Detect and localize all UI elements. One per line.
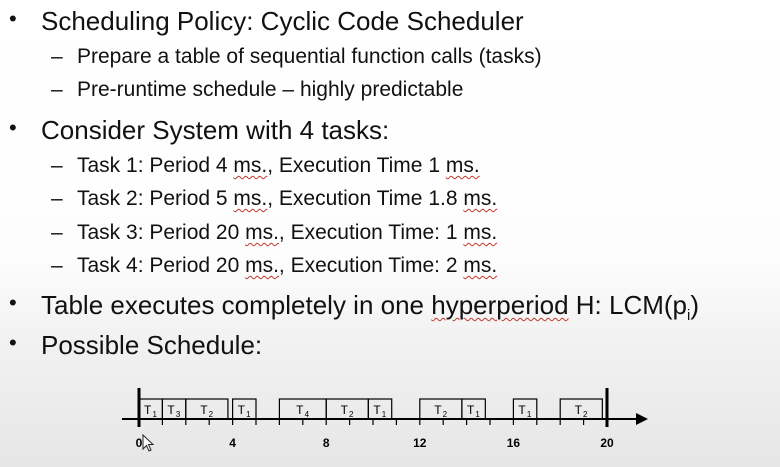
task-slot-subscript: 2	[209, 410, 214, 419]
bullet-text: Possible Schedule:	[41, 330, 263, 360]
task-text: Task 1: Period 4 ms., Execution Time 1 m…	[77, 154, 480, 177]
axis-tick-label: 0	[136, 436, 143, 450]
sub-bullet-text: Pre-runtime schedule – highly predictabl…	[77, 78, 464, 101]
task-slot-subscript: 1	[475, 410, 480, 419]
axis-tick-label: 4	[229, 436, 236, 450]
task-slot-label: T	[373, 403, 381, 417]
task-slot-subscript: 2	[349, 410, 354, 419]
task-slot-subscript: 1	[152, 410, 157, 419]
bullet-text: Scheduling Policy: Cyclic Code Scheduler	[41, 6, 524, 36]
task-slot-label: T	[575, 403, 583, 417]
axis-tick-label: 20	[600, 436, 614, 450]
task-slot-box	[461, 398, 486, 420]
task-text: Task 4: Period 20 ms., Execution Time: 2…	[77, 254, 498, 277]
task-slot-label: T	[341, 403, 349, 417]
axis-tick-label: 8	[323, 436, 330, 450]
bullet-marker: •	[9, 290, 17, 315]
bullet-marker: •	[9, 6, 17, 31]
bullet-text: Table executes completely in one hyperpe…	[41, 290, 700, 325]
task-text: Task 2: Period 5 ms., Execution Time 1.8…	[77, 187, 498, 210]
axis-arrow-icon	[636, 413, 648, 425]
mouse-cursor-icon	[142, 434, 155, 452]
task-slot-subscript: 1	[527, 410, 532, 419]
task-slot-subscript: 3	[176, 410, 181, 419]
task-slot-label: T	[144, 403, 152, 417]
task-slot-label: T	[238, 403, 246, 417]
sub-bullet-text: Prepare a table of sequential function c…	[77, 45, 542, 68]
task-slot-label: T	[167, 403, 175, 417]
dash-marker: –	[51, 254, 63, 277]
task-slot-box	[559, 398, 603, 420]
task-slot-box	[185, 398, 229, 420]
task-slot-subscript: 1	[246, 410, 251, 419]
task-slot-subscript: 1	[382, 410, 387, 419]
task-slot-label: T	[518, 403, 526, 417]
task-slot-box	[232, 398, 257, 420]
dash-marker: –	[51, 154, 63, 177]
bullet-text: Consider System with 4 tasks:	[41, 115, 390, 145]
task-slot-box	[367, 398, 393, 420]
task-slot-box	[512, 398, 538, 420]
dash-marker: –	[51, 221, 63, 244]
task-slot-label: T	[200, 403, 208, 417]
dash-marker: –	[51, 187, 63, 210]
task-slot-label: T	[434, 403, 442, 417]
task-text: Task 3: Period 20 ms., Execution Time: 1…	[77, 221, 498, 244]
axis-tick-label: 12	[413, 436, 427, 450]
bullet-marker: •	[9, 330, 17, 355]
dash-marker: –	[51, 78, 63, 101]
task-slot-label: T	[296, 403, 304, 417]
task-slot-subscript: 2	[443, 410, 448, 419]
dash-marker: –	[51, 45, 63, 68]
task-slot-subscript: 2	[583, 410, 588, 419]
task-slot-subscript: 4	[305, 410, 310, 419]
bullet-marker: •	[9, 115, 17, 140]
task-slot-label: T	[467, 403, 475, 417]
axis-tick-label: 16	[507, 436, 521, 450]
